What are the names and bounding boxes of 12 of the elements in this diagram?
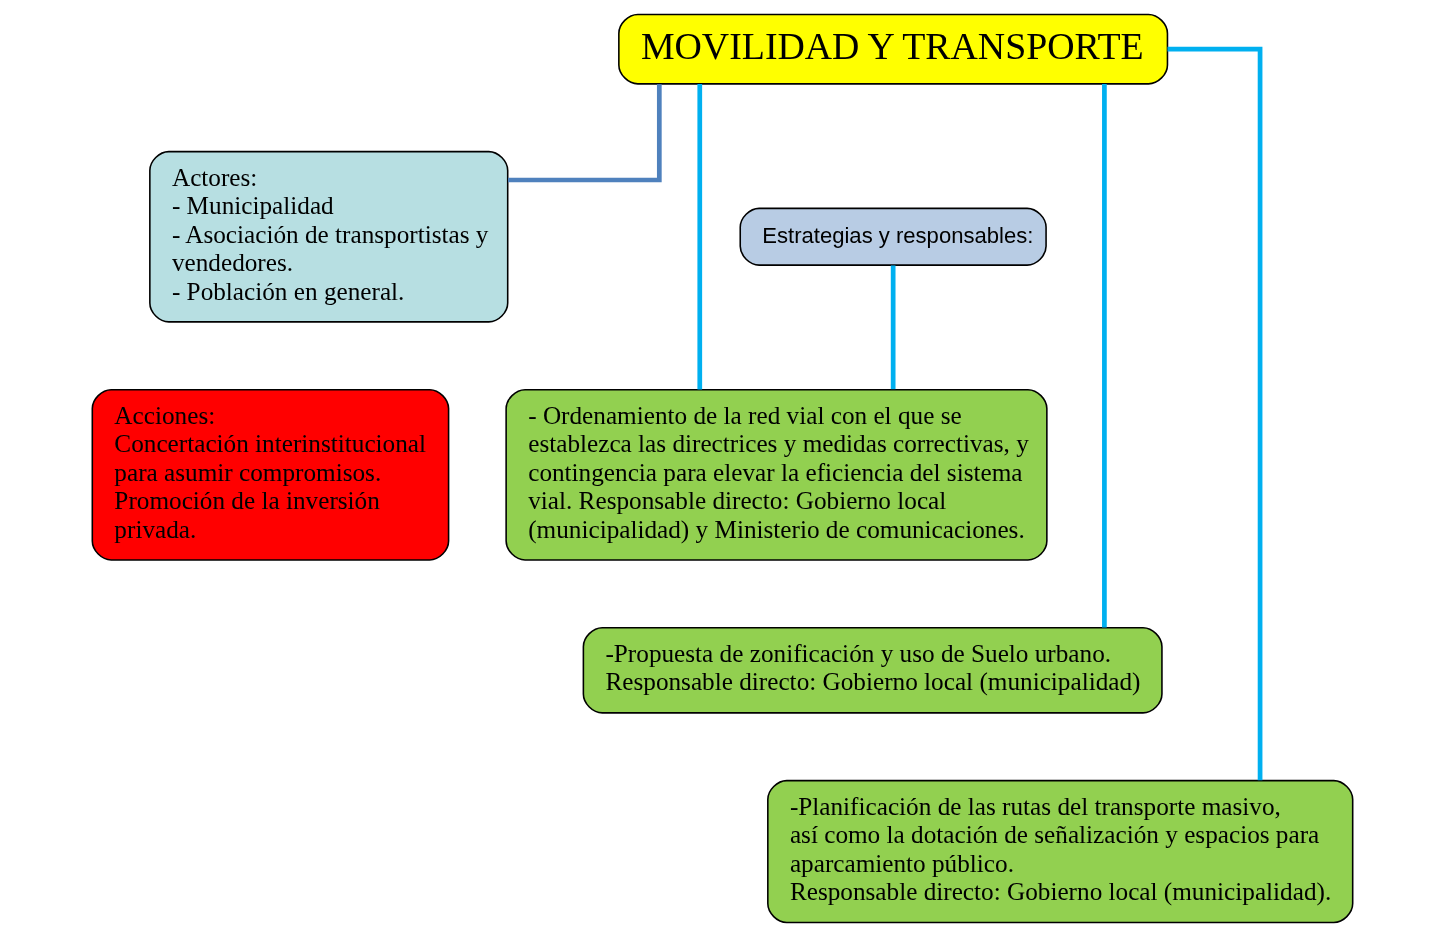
node-box: Actores: - Municipalidad - Asociación de transportistas y vendedores. - Población en general.: [148, 150, 508, 323]
connector: [1167, 46, 1262, 781]
connector: [507, 84, 662, 183]
connector: [1101, 83, 1107, 628]
node-box: MOVILIDAD Y TRANSPORTE: [617, 13, 1168, 85]
node-box: - Ordenamiento de la red vial con el que se establezca las directrices y medidas correctivas, y contingencia para elevar la eficiencia del sistema vial. Responsable directo: Gobierno local (municipalidad) y Ministerio de comunicaciones.: [504, 388, 1048, 561]
connector: [696, 84, 702, 390]
node-box: Acciones: Concertación interinstitucional para asumir compromisos. Promoción de la inversión privada.: [91, 388, 449, 561]
node-box: -Propuesta de zonificación y uso de Suelo urbano. Responsable directo: Gobierno local (municipalidad): [582, 626, 1163, 714]
node-box: -Planificación de las rutas del transporte masivo, así como la dotación de señalización y espacios para aparcamiento público. Responsable directo: Gobierno local (municipalidad).: [766, 779, 1353, 924]
connector: [890, 265, 895, 390]
node-box: Estrategias y responsables:: [738, 207, 1047, 266]
